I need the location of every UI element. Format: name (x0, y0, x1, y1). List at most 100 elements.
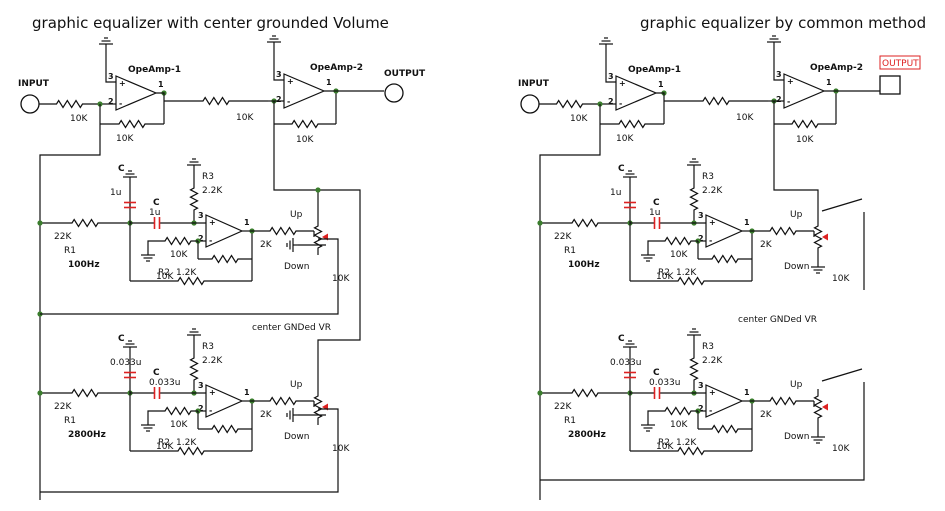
r1-label: R1 (64, 246, 76, 256)
left-schematic: INPUT10K+-321OpeAmp-110K10K+-321OpeAmp-2… (18, 35, 426, 500)
wire (656, 92, 665, 124)
pin-number: 2 (608, 97, 614, 106)
right-schematic: INPUT10K+-321OpeAmp-110K10K+-321OpeAmp-2… (518, 35, 921, 500)
resistor (130, 446, 252, 456)
resistor (540, 218, 630, 228)
pin-number: 1 (744, 218, 750, 227)
fb2-resistor-label: 10K (156, 442, 174, 452)
pin-number: 2 (198, 404, 204, 413)
pin-number: 3 (608, 72, 614, 81)
resistor (540, 388, 630, 398)
resistor (600, 119, 664, 129)
wire (147, 410, 158, 419)
opamp-plus-sign: + (619, 79, 626, 88)
resistor (752, 396, 814, 406)
resistor (813, 389, 823, 425)
r3-label: R3 (202, 172, 214, 182)
fb-resistor-label: 10K (670, 250, 688, 260)
pin-number: 3 (698, 381, 704, 390)
r1-value: 22K (54, 232, 72, 242)
resistor (658, 236, 698, 246)
output-terminal (879, 75, 901, 95)
opamp1-fb-label: 10K (616, 134, 634, 144)
resistor (664, 96, 768, 106)
cap-label: C (618, 334, 625, 344)
out-resistor-label: 2K (760, 240, 773, 250)
resistor (252, 396, 314, 406)
resistor (252, 226, 314, 236)
opamp-minus-sign: - (287, 97, 290, 106)
output-label-box (879, 55, 921, 70)
band-frequency: 2800Hz (68, 430, 106, 440)
fb-resistor-label: 10K (170, 420, 188, 430)
opamp-minus-sign: - (787, 97, 790, 106)
terminal-circle (20, 94, 40, 114)
opamp2-label: OpeAmp-2 (310, 63, 363, 73)
out-resistor-label: 2K (260, 240, 273, 250)
wire (821, 198, 863, 212)
up-label: Up (790, 210, 803, 220)
resistor (39, 99, 100, 109)
resistor (630, 276, 752, 286)
wire (40, 408, 339, 493)
fb-resistor-label: 10K (170, 250, 188, 260)
opamp-triangle (205, 384, 244, 418)
cap-value: 1u (110, 188, 121, 198)
output-label: OUTPUT (384, 69, 426, 79)
r3-value: 2.2K (702, 356, 723, 366)
wire (647, 410, 658, 419)
cap-value: 0.033u (110, 358, 141, 368)
band-frequency: 100Hz (568, 260, 600, 270)
pin-number: 1 (658, 80, 664, 89)
up-label: Up (290, 380, 303, 390)
opamp-minus-sign: - (209, 236, 212, 245)
up-label: Up (790, 380, 803, 390)
pin-number: 1 (158, 80, 164, 89)
opamp1-fb-label: 10K (116, 134, 134, 144)
out-resistor-label: 2K (260, 410, 273, 420)
cap-value: 1u (610, 188, 621, 198)
pin-number: 1 (244, 218, 250, 227)
junction-dot (537, 390, 543, 396)
input-resistor-label: 10K (70, 114, 88, 124)
resistor (189, 175, 199, 223)
resistor (158, 406, 198, 416)
opamp-plus-sign: + (709, 218, 716, 227)
r3-value: 2.2K (202, 186, 223, 196)
down-label: Down (784, 432, 810, 442)
down-label: Down (784, 262, 810, 272)
cap2-label: C (653, 368, 660, 378)
right-title: graphic equalizer by common method (640, 14, 926, 32)
opamp-plus-sign: + (209, 388, 216, 397)
junction-dot (37, 220, 43, 226)
resistor (658, 406, 698, 416)
resistor (189, 345, 199, 393)
fb2-resistor-label: 10K (656, 272, 674, 282)
pin-number: 1 (244, 388, 250, 397)
r2-label: R2 (158, 268, 170, 278)
cap2-label: C (653, 198, 660, 208)
mid-resistor-label: 10K (736, 113, 754, 123)
input-resistor-label: 10K (570, 114, 588, 124)
wire (773, 124, 819, 219)
r3-label: R3 (702, 172, 714, 182)
opamp-triangle (115, 75, 158, 111)
r1-label: R1 (64, 416, 76, 426)
terminal-circle (384, 83, 404, 103)
opamp-triangle (205, 214, 244, 248)
pin-number: 3 (698, 211, 704, 220)
r1-label: R1 (564, 416, 576, 426)
opamp-minus-sign: - (709, 236, 712, 245)
pin-number: 3 (776, 70, 782, 79)
center-note: center GNDed VR (252, 323, 331, 333)
out-resistor-label: 2K (760, 410, 773, 420)
resistor (164, 96, 268, 106)
r3-label: R3 (702, 342, 714, 352)
pin-number: 1 (326, 78, 332, 87)
cap2-value: 1u (149, 208, 160, 218)
opamp-minus-sign: - (709, 406, 712, 415)
opamp-minus-sign: - (209, 406, 212, 415)
vr-value: 10K (332, 274, 350, 284)
wire (821, 368, 863, 382)
opamp-plus-sign: + (209, 218, 216, 227)
